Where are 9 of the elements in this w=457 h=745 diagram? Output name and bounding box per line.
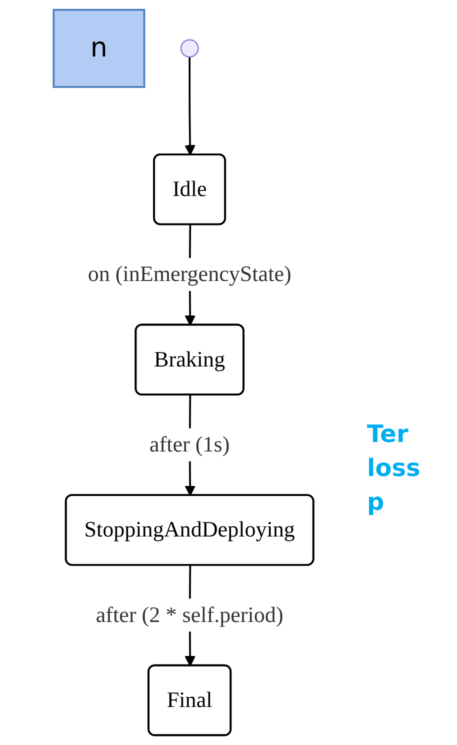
node-circle — [180, 39, 199, 58]
edge-label: on (inEmergencyState) — [88, 262, 292, 286]
node-box: n — [52, 8, 146, 88]
slide-text: loss — [367, 454, 422, 482]
arrow — [184, 56, 196, 156]
slide-text: p — [367, 488, 386, 516]
edge-label: after (2 * self.period) — [96, 602, 284, 627]
slide-text: Ter — [367, 420, 410, 448]
edge-label: after (1s) — [149, 432, 230, 456]
